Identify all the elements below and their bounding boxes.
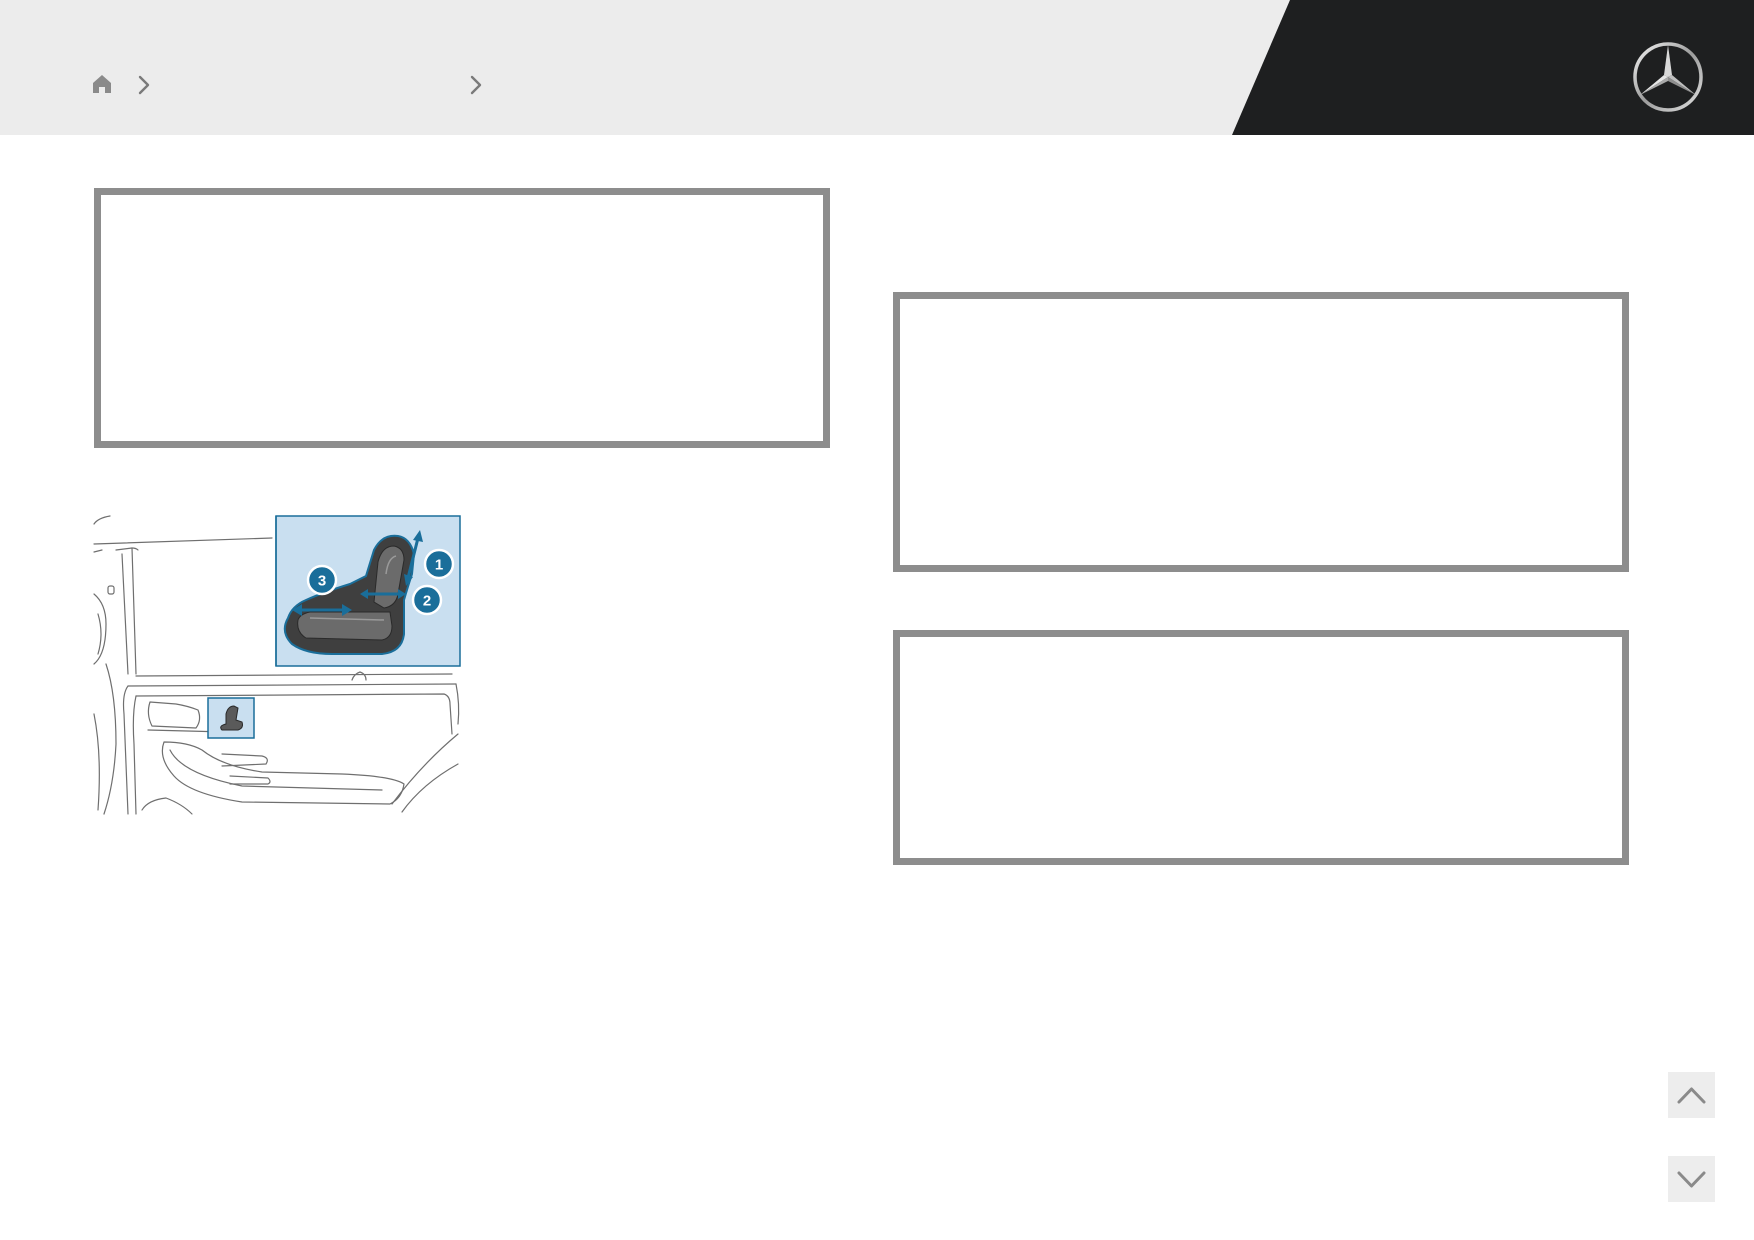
- chevron-right-icon: [468, 74, 484, 96]
- chevron-down-icon: [1677, 1171, 1706, 1188]
- scroll-up-button[interactable]: [1668, 1072, 1715, 1118]
- scroll-down-button[interactable]: [1668, 1156, 1715, 1202]
- chevron-up-icon: [1677, 1087, 1706, 1104]
- callout-1: 1: [435, 557, 443, 574]
- content-frame-1: [94, 188, 830, 448]
- chevron-right-icon: [136, 74, 152, 96]
- mercedes-benz-star-logo: [1631, 40, 1705, 114]
- content-frame-2: [893, 292, 1629, 572]
- callout-2: 2: [423, 593, 431, 610]
- content-frame-3: [893, 630, 1629, 865]
- door-seat-switch-illustration: 1 2 3: [92, 514, 462, 816]
- callout-3: 3: [318, 573, 326, 590]
- home-icon[interactable]: [90, 72, 114, 96]
